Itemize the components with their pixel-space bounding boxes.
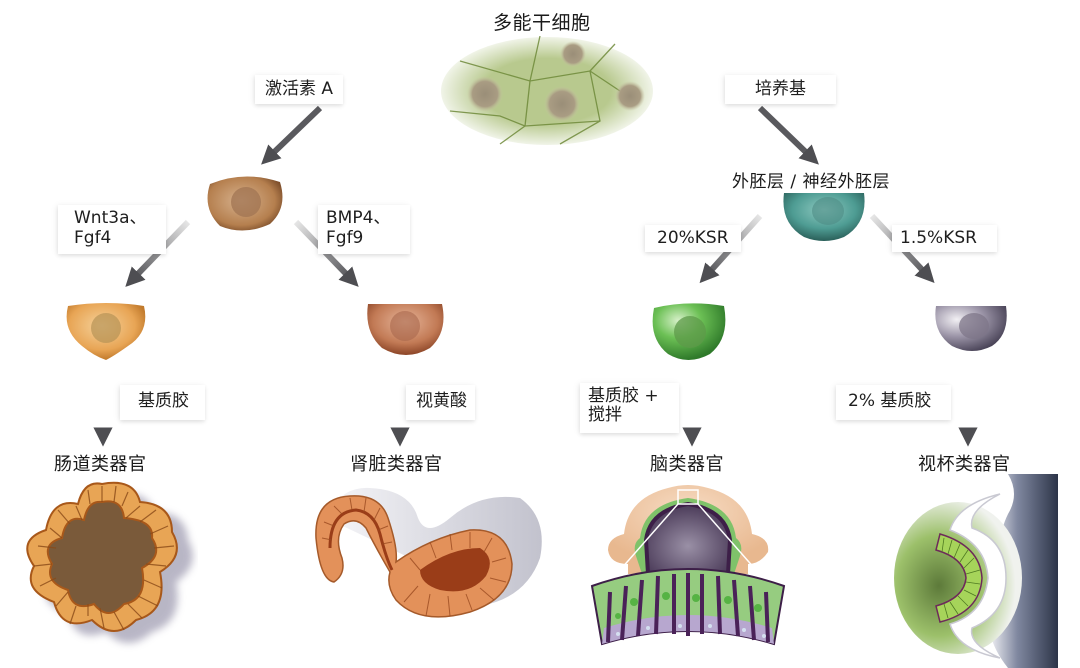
kidney-organoid-title: 肾脏类器官 <box>350 454 443 475</box>
optic-cup-organoid-icon <box>894 474 1058 668</box>
factor-1-5-ksr: 1.5%KSR <box>892 225 997 252</box>
factor-line: Wnt3a、 <box>74 208 147 228</box>
kidney-organoid-icon <box>315 487 542 618</box>
factor-line: BMP4、 <box>326 208 391 228</box>
intestinal-organoid-title: 肠道类器官 <box>54 454 147 475</box>
factor-line: Fgf9 <box>326 228 364 248</box>
factor-bmp4-fgf9: BMP4、 Fgf9 <box>318 205 411 254</box>
intestinal-organoid-icon <box>26 481 193 643</box>
brain-organoid-icon <box>590 485 786 646</box>
factor-20-ksr: 20%KSR <box>645 225 741 252</box>
factor-activin-a: 激活素 A <box>255 75 344 104</box>
brain-organoid-title: 脑类器官 <box>650 454 724 475</box>
factor-line: Fgf4 <box>74 228 112 248</box>
stem-cell-title: 多能干细胞 <box>493 12 591 34</box>
retinal-progenitor-cell-icon <box>935 306 1007 351</box>
ectoderm-label: 外胚层 / 神经外胚层 <box>732 172 891 192</box>
condition-line: 搅拌 <box>588 405 622 425</box>
optic-cup-organoid-title: 视杯类器官 <box>918 454 1011 475</box>
condition-retinoic-acid: 视黄酸 <box>406 385 475 420</box>
intestinal-progenitor-cell-icon <box>66 303 146 360</box>
factor-medium: 培养基 <box>725 75 836 104</box>
kidney-progenitor-cell-icon <box>367 304 444 355</box>
arrow-to-endoderm <box>261 105 323 165</box>
condition-matrigel-stirring: 基质胶 + 搅拌 <box>580 383 679 433</box>
condition-matrigel-intestinal: 基质胶 <box>120 385 205 420</box>
factor-wnt3a-fgf4: Wnt3a、 Fgf4 <box>58 205 167 254</box>
arrow-to-ectoderm <box>757 105 819 165</box>
endoderm-cell-icon <box>207 176 283 231</box>
condition-2pct-matrigel: 2% 基质胶 <box>836 385 952 420</box>
neural-progenitor-cell-icon <box>652 303 726 360</box>
ectoderm-cell-icon <box>783 193 865 241</box>
pluripotent-stem-cells-icon <box>441 36 653 145</box>
condition-line: 基质胶 + <box>588 386 659 406</box>
